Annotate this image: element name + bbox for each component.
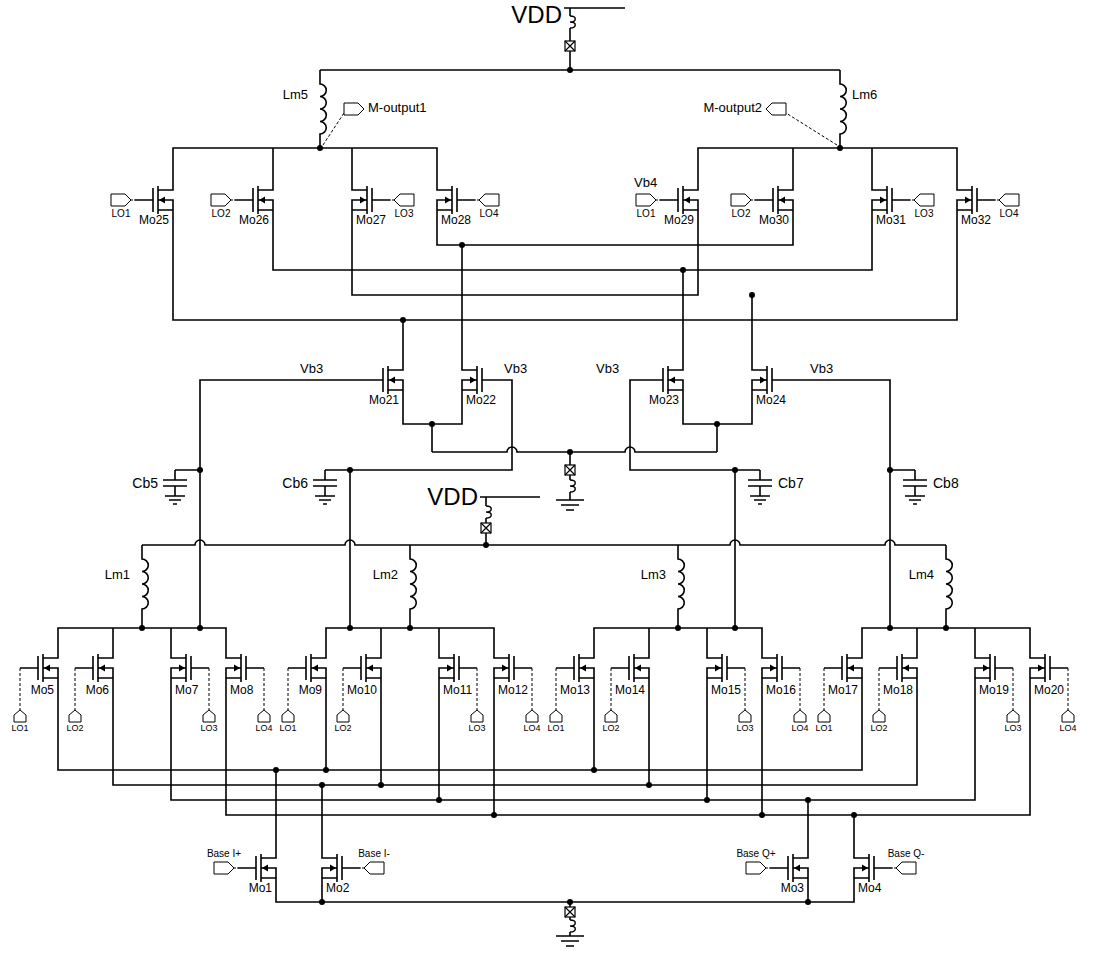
signal-label: Base I-	[358, 848, 390, 859]
supply-label: Vb3	[596, 362, 619, 376]
capacitor-label: Cb5	[132, 476, 158, 491]
transistor-label: Mo3	[781, 882, 804, 895]
transistor-label: Mo4	[858, 882, 881, 895]
signal-label: LO2	[732, 208, 751, 219]
signal-label: LO3	[915, 208, 934, 219]
transistor-label: Mo32	[961, 214, 991, 227]
transistor-label: Mo26	[239, 214, 269, 227]
transistor-label: Mo31	[876, 214, 906, 227]
signal-label: LO3	[395, 208, 414, 219]
signal-label: LO2	[334, 724, 351, 734]
signal-label: LO1	[815, 724, 832, 734]
signal-label: M-output1	[368, 101, 427, 115]
signal-label: LO4	[523, 724, 540, 734]
transistor-label: Mo21	[369, 394, 399, 407]
signal-label: LO3	[200, 724, 217, 734]
capacitor-label: Cb8	[933, 476, 959, 491]
supply-label: Vb3	[504, 362, 527, 376]
capacitor-label: Cb6	[282, 476, 308, 491]
transistor-label: Mo29	[664, 214, 694, 227]
junction-dots	[139, 67, 949, 905]
signal-label: LO1	[11, 724, 28, 734]
transistor-label: Mo30	[759, 214, 789, 227]
signal-label: LO2	[212, 208, 231, 219]
signal-label: LO1	[547, 724, 564, 734]
signal-label: LO2	[66, 724, 83, 734]
signal-label: LO4	[255, 724, 272, 734]
inductor-label: Lm5	[283, 88, 308, 102]
transistor-label: Mo16	[766, 684, 796, 697]
transistor-label: Mo22	[466, 394, 496, 407]
supply-label: Vb4	[634, 176, 657, 190]
transistor-label: Mo14	[615, 684, 645, 697]
supply-label: Vb3	[810, 362, 833, 376]
transistor-label: Mo24	[756, 394, 786, 407]
transistor-label: Mo6	[86, 684, 109, 697]
transistor-label: Mo28	[441, 214, 471, 227]
capacitor-label: Cb7	[778, 476, 804, 491]
signal-label: LO1	[637, 208, 656, 219]
transistor-label: Mo8	[230, 684, 253, 697]
signal-label: LO1	[112, 208, 131, 219]
transistor-label: Mo17	[828, 684, 858, 697]
transistor-label: Mo15	[711, 684, 741, 697]
signal-label: LO4	[1000, 208, 1019, 219]
signal-label: LO4	[791, 724, 808, 734]
transistor-label: Mo27	[356, 214, 386, 227]
transistor-label: Mo5	[31, 684, 54, 697]
transistor-label: Mo25	[139, 214, 169, 227]
transistor-label: Mo19	[979, 684, 1009, 697]
input-pins	[14, 194, 1074, 874]
signal-label: LO2	[870, 724, 887, 734]
transistor-label: Mo18	[883, 684, 913, 697]
signal-label: LO3	[468, 724, 485, 734]
signal-label: LO4	[1059, 724, 1076, 734]
signal-label: Base Q-	[888, 848, 925, 859]
supply-label: VDD	[511, 2, 562, 28]
transistor-label: Mo9	[299, 684, 322, 697]
inductor-label: Lm2	[373, 568, 398, 582]
signal-label: LO1	[279, 724, 296, 734]
inductor-label: Lm1	[105, 568, 130, 582]
wires	[58, 8, 1030, 936]
transistor-label: Mo1	[249, 882, 272, 895]
signal-label: Base I+	[207, 848, 241, 859]
signal-label: LO2	[602, 724, 619, 734]
transistor-label: Mo23	[649, 394, 679, 407]
inductor-label: Lm3	[641, 568, 666, 582]
transistor-label: Mo7	[175, 684, 198, 697]
signal-label: LO3	[1004, 724, 1021, 734]
transistor-label: Mo2	[326, 882, 349, 895]
inductor-label: Lm6	[852, 88, 877, 102]
transistor-symbols	[20, 174, 1068, 894]
transistor-label: Mo13	[560, 684, 590, 697]
transistor-label: Mo20	[1034, 684, 1064, 697]
signal-label: LO3	[736, 724, 753, 734]
supply-label: VDD	[427, 484, 478, 510]
transistor-label: Mo11	[443, 684, 472, 697]
supply-label: Vb3	[300, 362, 323, 376]
inductor-symbols	[142, 70, 952, 623]
transistor-label: Mo12	[498, 684, 528, 697]
signal-label: LO4	[480, 208, 499, 219]
signal-label: M-output2	[703, 101, 762, 115]
signal-label: Base Q+	[736, 848, 775, 859]
supply-symbols	[481, 16, 584, 946]
capacitor-symbols	[163, 470, 927, 504]
inductor-label: Lm4	[909, 568, 934, 582]
transistor-label: Mo10	[347, 684, 377, 697]
